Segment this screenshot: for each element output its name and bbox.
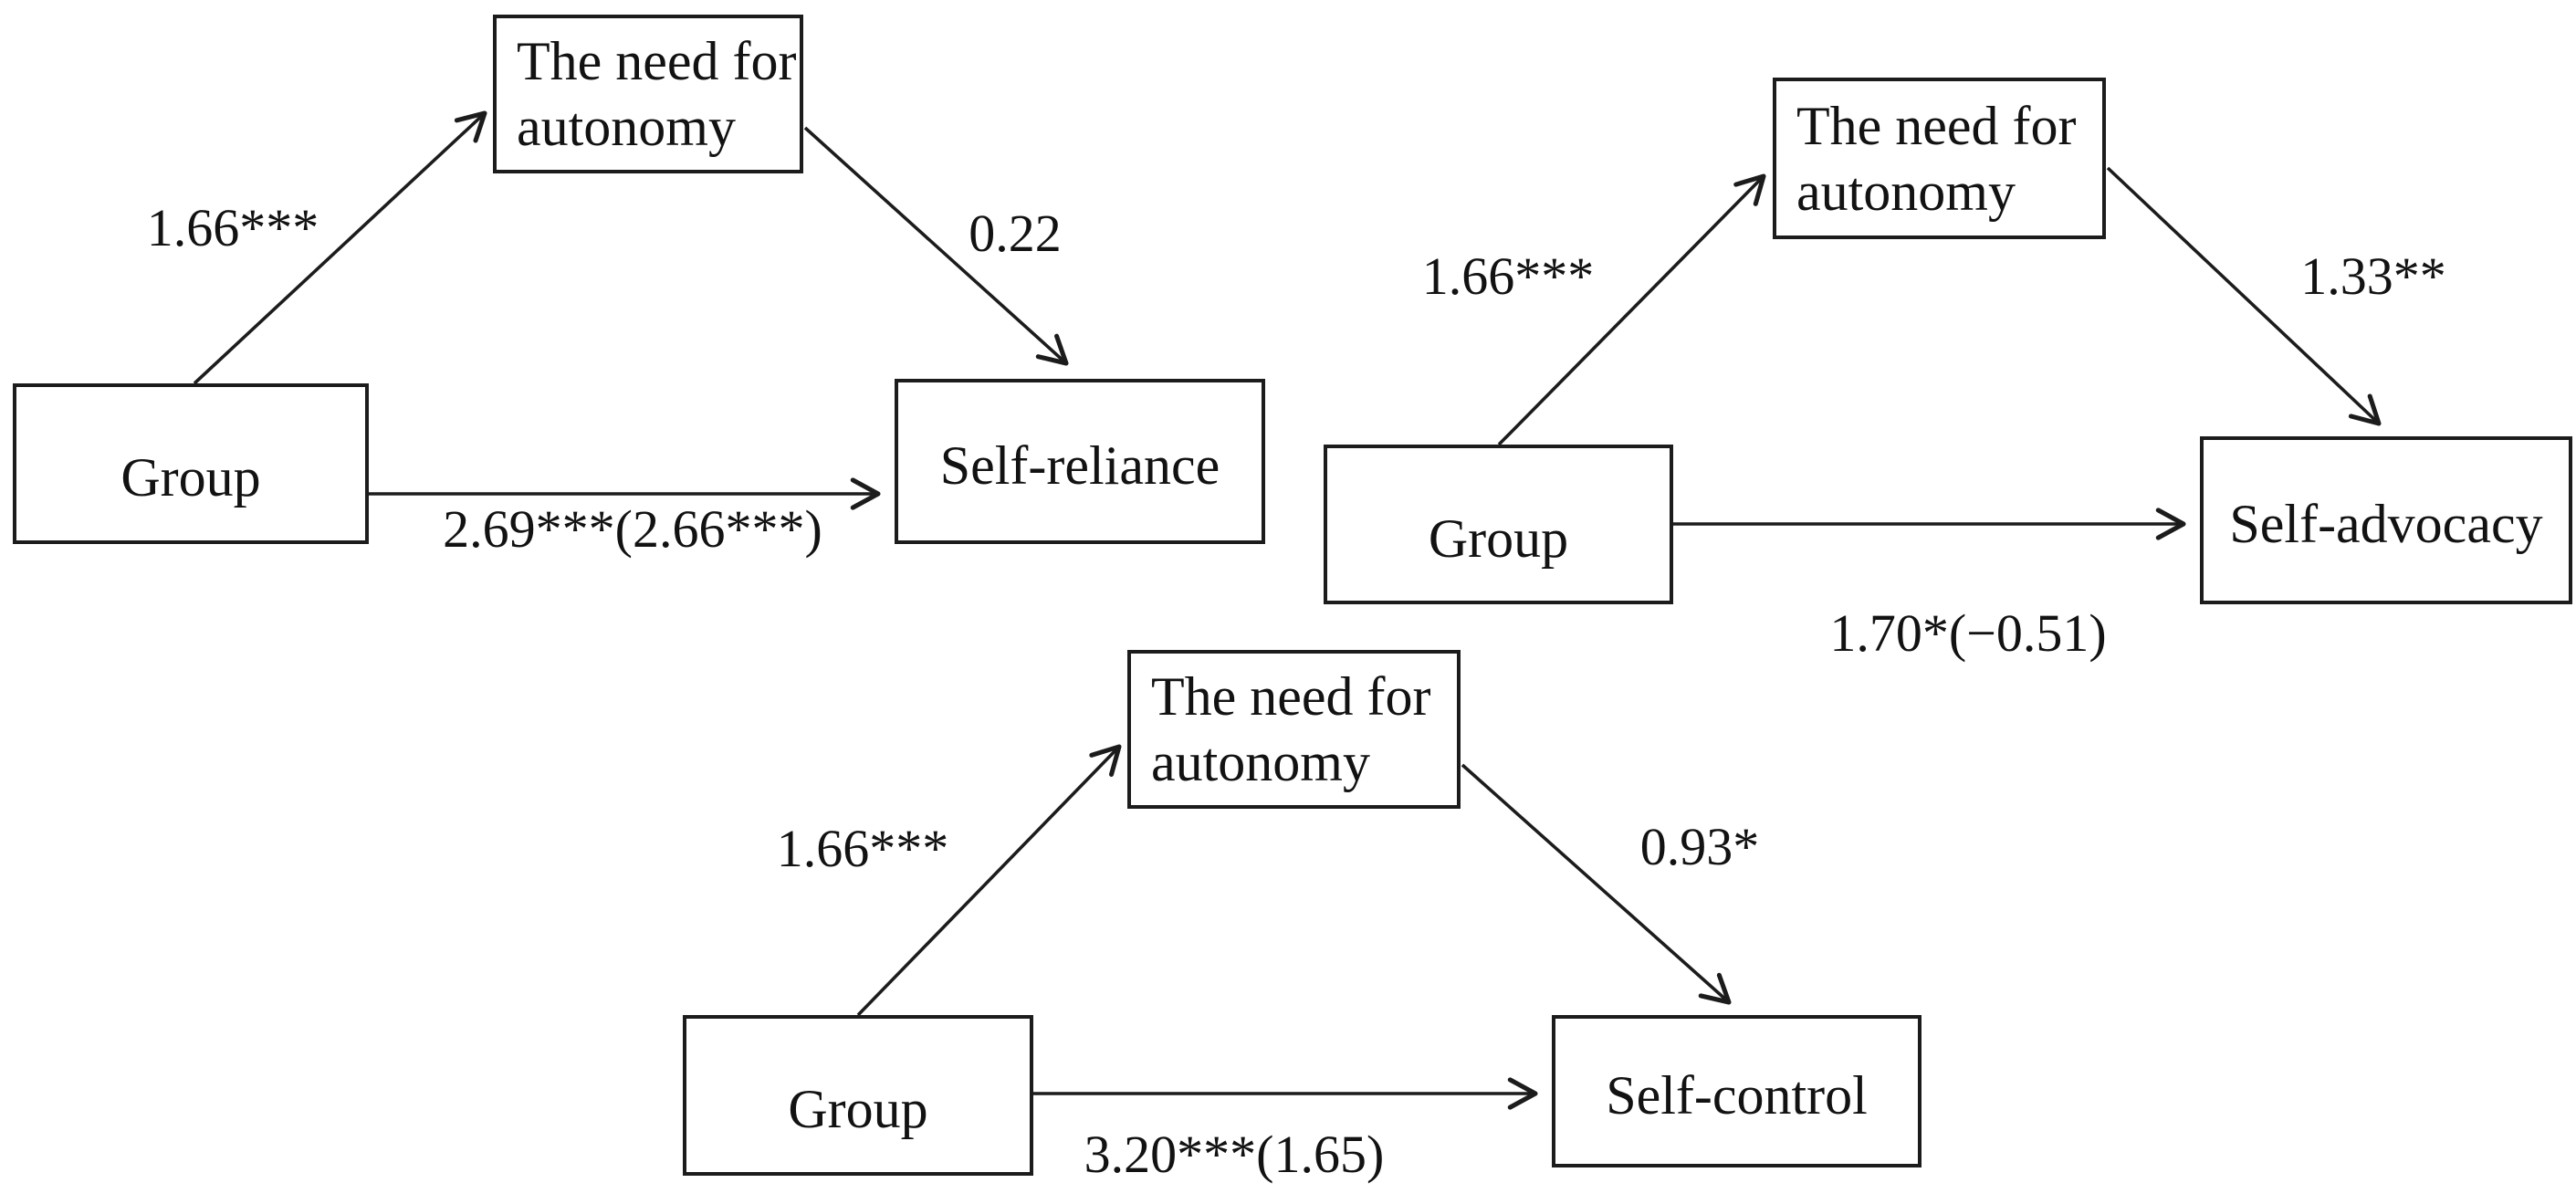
predictor-label: Group bbox=[120, 447, 261, 508]
predictor-label: Group bbox=[1428, 508, 1569, 569]
path-a-coefficient-2: 1.66*** bbox=[1421, 246, 1595, 306]
path-c-coefficient-3: 3.20***(1.65) bbox=[1084, 1125, 1385, 1184]
predictor-label: Group bbox=[788, 1079, 928, 1139]
arrow-group-to-mediator-3 bbox=[856, 744, 1122, 1017]
path-a-coefficient-1: 1.66*** bbox=[146, 198, 319, 257]
arrow-mediator-to-outcome-2 bbox=[2106, 166, 2382, 426]
mediator-box-need-for-autonomy-1: The need for autonomy bbox=[493, 15, 803, 173]
arrow-group-to-mediator-1 bbox=[193, 110, 487, 385]
predictor-box-group-2: Group bbox=[1324, 445, 1673, 604]
mediator-label-line1: The need for bbox=[1796, 95, 2077, 156]
mediator-box-need-for-autonomy-3: The need for autonomy bbox=[1127, 650, 1461, 809]
path-c-coefficient-2: 1.70*(−0.51) bbox=[1829, 603, 2107, 663]
path-b-coefficient-3: 0.93* bbox=[1639, 817, 1760, 876]
outcome-box-self-reliance: Self-reliance bbox=[895, 379, 1265, 544]
predictor-box-group-1: Group bbox=[13, 383, 369, 544]
arrow-group-to-mediator-2 bbox=[1497, 173, 1766, 446]
outcome-label: Self-control bbox=[1606, 1064, 1868, 1125]
mediator-label-line2: autonomy bbox=[1151, 732, 1370, 792]
arrow-mediator-to-outcome-3 bbox=[1461, 763, 1732, 1005]
mediator-label-line2: autonomy bbox=[1796, 161, 2016, 222]
path-b-coefficient-2: 1.33** bbox=[2300, 246, 2446, 306]
outcome-box-self-advocacy: Self-advocacy bbox=[2200, 436, 2572, 604]
predictor-box-group-3: Group bbox=[683, 1015, 1033, 1176]
mediator-label-line1: The need for bbox=[517, 31, 797, 91]
outcome-label: Self-advocacy bbox=[2229, 494, 2543, 554]
mediator-label-line1: The need for bbox=[1151, 666, 1431, 727]
mediator-box-need-for-autonomy-2: The need for autonomy bbox=[1773, 78, 2106, 239]
outcome-box-self-control: Self-control bbox=[1552, 1015, 1922, 1167]
arrow-mediator-to-outcome-1 bbox=[803, 126, 1069, 366]
path-a-coefficient-3: 1.66*** bbox=[776, 819, 949, 878]
path-b-coefficient-1: 0.22 bbox=[969, 204, 1062, 263]
path-c-coefficient-1: 2.69***(2.66***) bbox=[443, 499, 822, 559]
outcome-label: Self-reliance bbox=[939, 434, 1220, 496]
mediator-label-line2: autonomy bbox=[517, 97, 736, 157]
